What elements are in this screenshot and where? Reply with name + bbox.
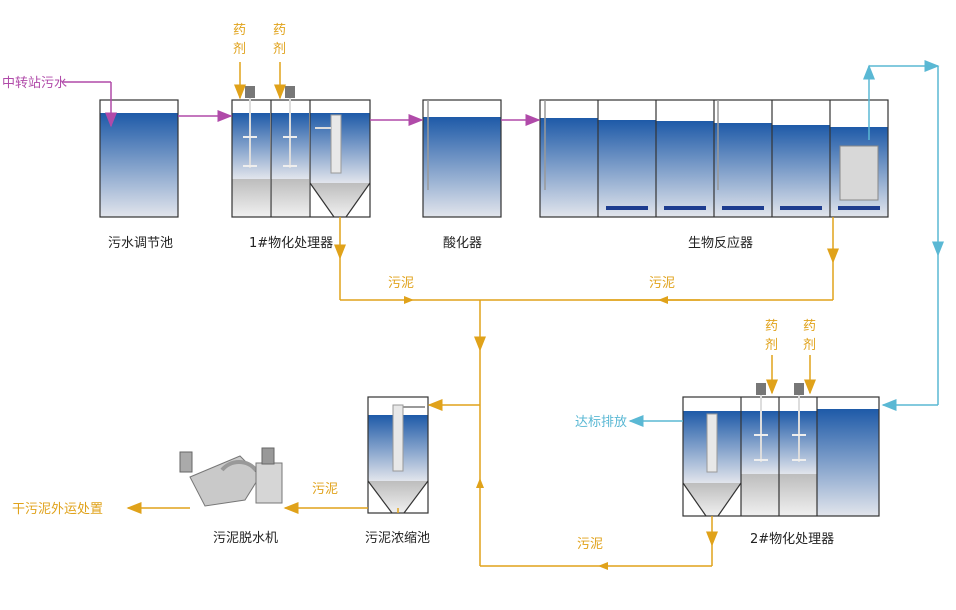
discharge-label: 达标排放 — [575, 415, 627, 430]
clean-water-lines — [628, 60, 944, 427]
sludge-label-1: 污泥 — [388, 276, 414, 291]
acidifier-label: 酸化器 — [443, 236, 482, 251]
inlet-label: 中转站污水 — [2, 76, 67, 91]
physchem-processor-1 — [231, 86, 371, 218]
dry-sludge-label: 干污泥外运处置 — [12, 502, 103, 517]
thickener-label: 污泥浓缩池 — [365, 530, 430, 546]
acidifier-tank — [422, 99, 502, 218]
sludge-flow-lines — [126, 62, 839, 570]
chem-1-char2: 剂 — [233, 42, 246, 57]
sludge-label-4: 污泥 — [577, 537, 603, 552]
sludge-label-3: 污泥 — [312, 482, 338, 497]
chem-3-char2: 剂 — [765, 338, 778, 353]
chem-4-char2: 剂 — [803, 338, 816, 353]
dewatering-machine — [179, 447, 283, 507]
dewatering-label: 污泥脱水机 — [213, 531, 278, 546]
physchem-2-label: 2#物化处理器 — [750, 532, 834, 547]
sludge-label-2: 污泥 — [649, 276, 675, 291]
sewage-flow-lines — [62, 81, 541, 128]
regulating-tank — [99, 99, 179, 218]
physchem-1-label: 1#物化处理器 — [249, 236, 333, 251]
chem-2-char2: 剂 — [273, 42, 286, 57]
sludge-thickener — [367, 396, 429, 514]
chem-1-char1: 药 — [233, 23, 246, 38]
bioreactor-label: 生物反应器 — [688, 235, 753, 251]
bioreactor-tank — [539, 99, 889, 218]
chem-2-char1: 药 — [273, 23, 286, 38]
chem-3-char1: 药 — [765, 319, 778, 334]
chem-4-char1: 药 — [803, 319, 816, 334]
regulating-tank-label: 污水调节池 — [108, 236, 173, 251]
physchem-processor-2 — [682, 383, 880, 517]
